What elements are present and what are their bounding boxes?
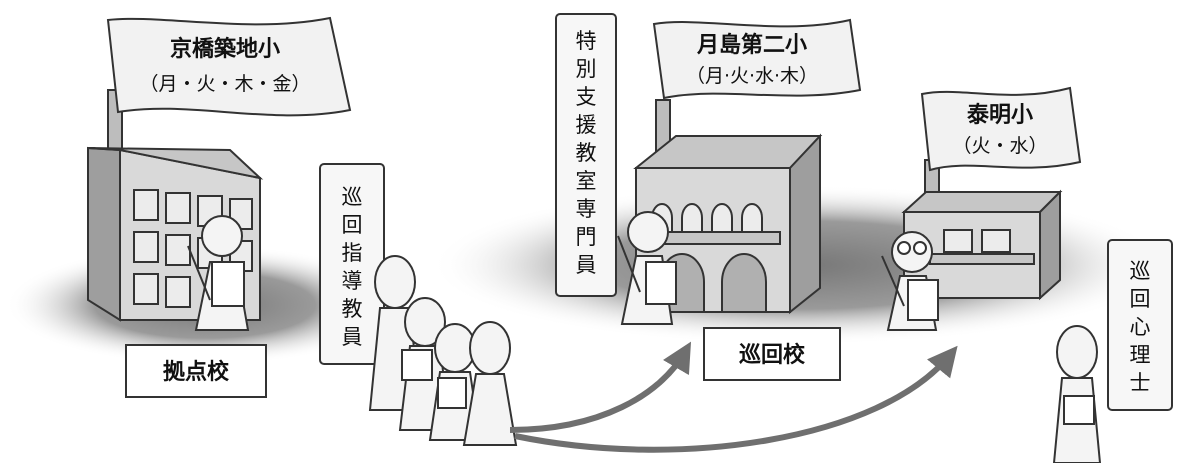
teacher-figure-kyobashi — [187, 215, 250, 331]
arrow-to-tsukishima — [509, 341, 692, 433]
school-days-taimei: （火・水） — [952, 135, 1047, 157]
flag-kyobashi: 京橋築地小 （月・火・木・金） — [106, 16, 352, 117]
specialist-figure-tsukishima — [617, 211, 677, 325]
itinerant-teacher-group — [368, 255, 518, 446]
scroll-char: 員 — [342, 325, 363, 349]
arrow-to-taimei — [514, 345, 958, 453]
scroll-char: 専 — [576, 197, 597, 221]
scroll-char: 指 — [342, 241, 363, 265]
itinerant-school-label: 巡回校 — [703, 327, 841, 381]
scroll-char: 特 — [576, 29, 597, 53]
scroll-char: 理 — [1130, 343, 1151, 367]
flag-tsukishima: 月島第二小 （月·火·水·木） — [652, 18, 862, 100]
building-taimei — [901, 159, 1063, 301]
school-name-taimei: 泰明小 — [966, 103, 1033, 128]
base-school-label: 拠点校 — [125, 344, 267, 398]
school-name-kyobashi: 京橋築地小 — [170, 36, 280, 62]
flag-taimei: 泰明小 （火・水） — [920, 86, 1082, 172]
scroll-char: 教 — [576, 141, 597, 165]
itinerant-school-label-text: 巡回校 — [739, 342, 806, 368]
school-name-tsukishima: 月島第二小 — [696, 32, 807, 58]
school-days-tsukishima: （月·火·水·木） — [686, 65, 818, 87]
scroll-char: 士 — [1130, 371, 1151, 395]
scroll-char: 回 — [1130, 287, 1151, 311]
specialist-figure-taimei — [881, 231, 939, 331]
scroll-char: 巡 — [342, 185, 363, 209]
scroll-char: 室 — [576, 169, 597, 193]
scroll-char: 巡 — [1130, 259, 1151, 283]
scroll-char: 支 — [576, 85, 597, 109]
scroll-char: 導 — [342, 269, 363, 293]
scroll-char: 心 — [1130, 315, 1151, 339]
scroll-char: 門 — [576, 225, 597, 249]
school-days-kyobashi: （月・火・木・金） — [139, 73, 310, 95]
scroll-char: 別 — [576, 57, 597, 81]
scroll-char: 教 — [342, 297, 363, 321]
scroll-char: 員 — [576, 253, 597, 277]
base-school-label-text: 拠点校 — [163, 359, 230, 385]
scroll-char: 援 — [576, 113, 597, 137]
scroll-char: 回 — [342, 213, 363, 237]
psychologist-figure — [1052, 325, 1102, 464]
